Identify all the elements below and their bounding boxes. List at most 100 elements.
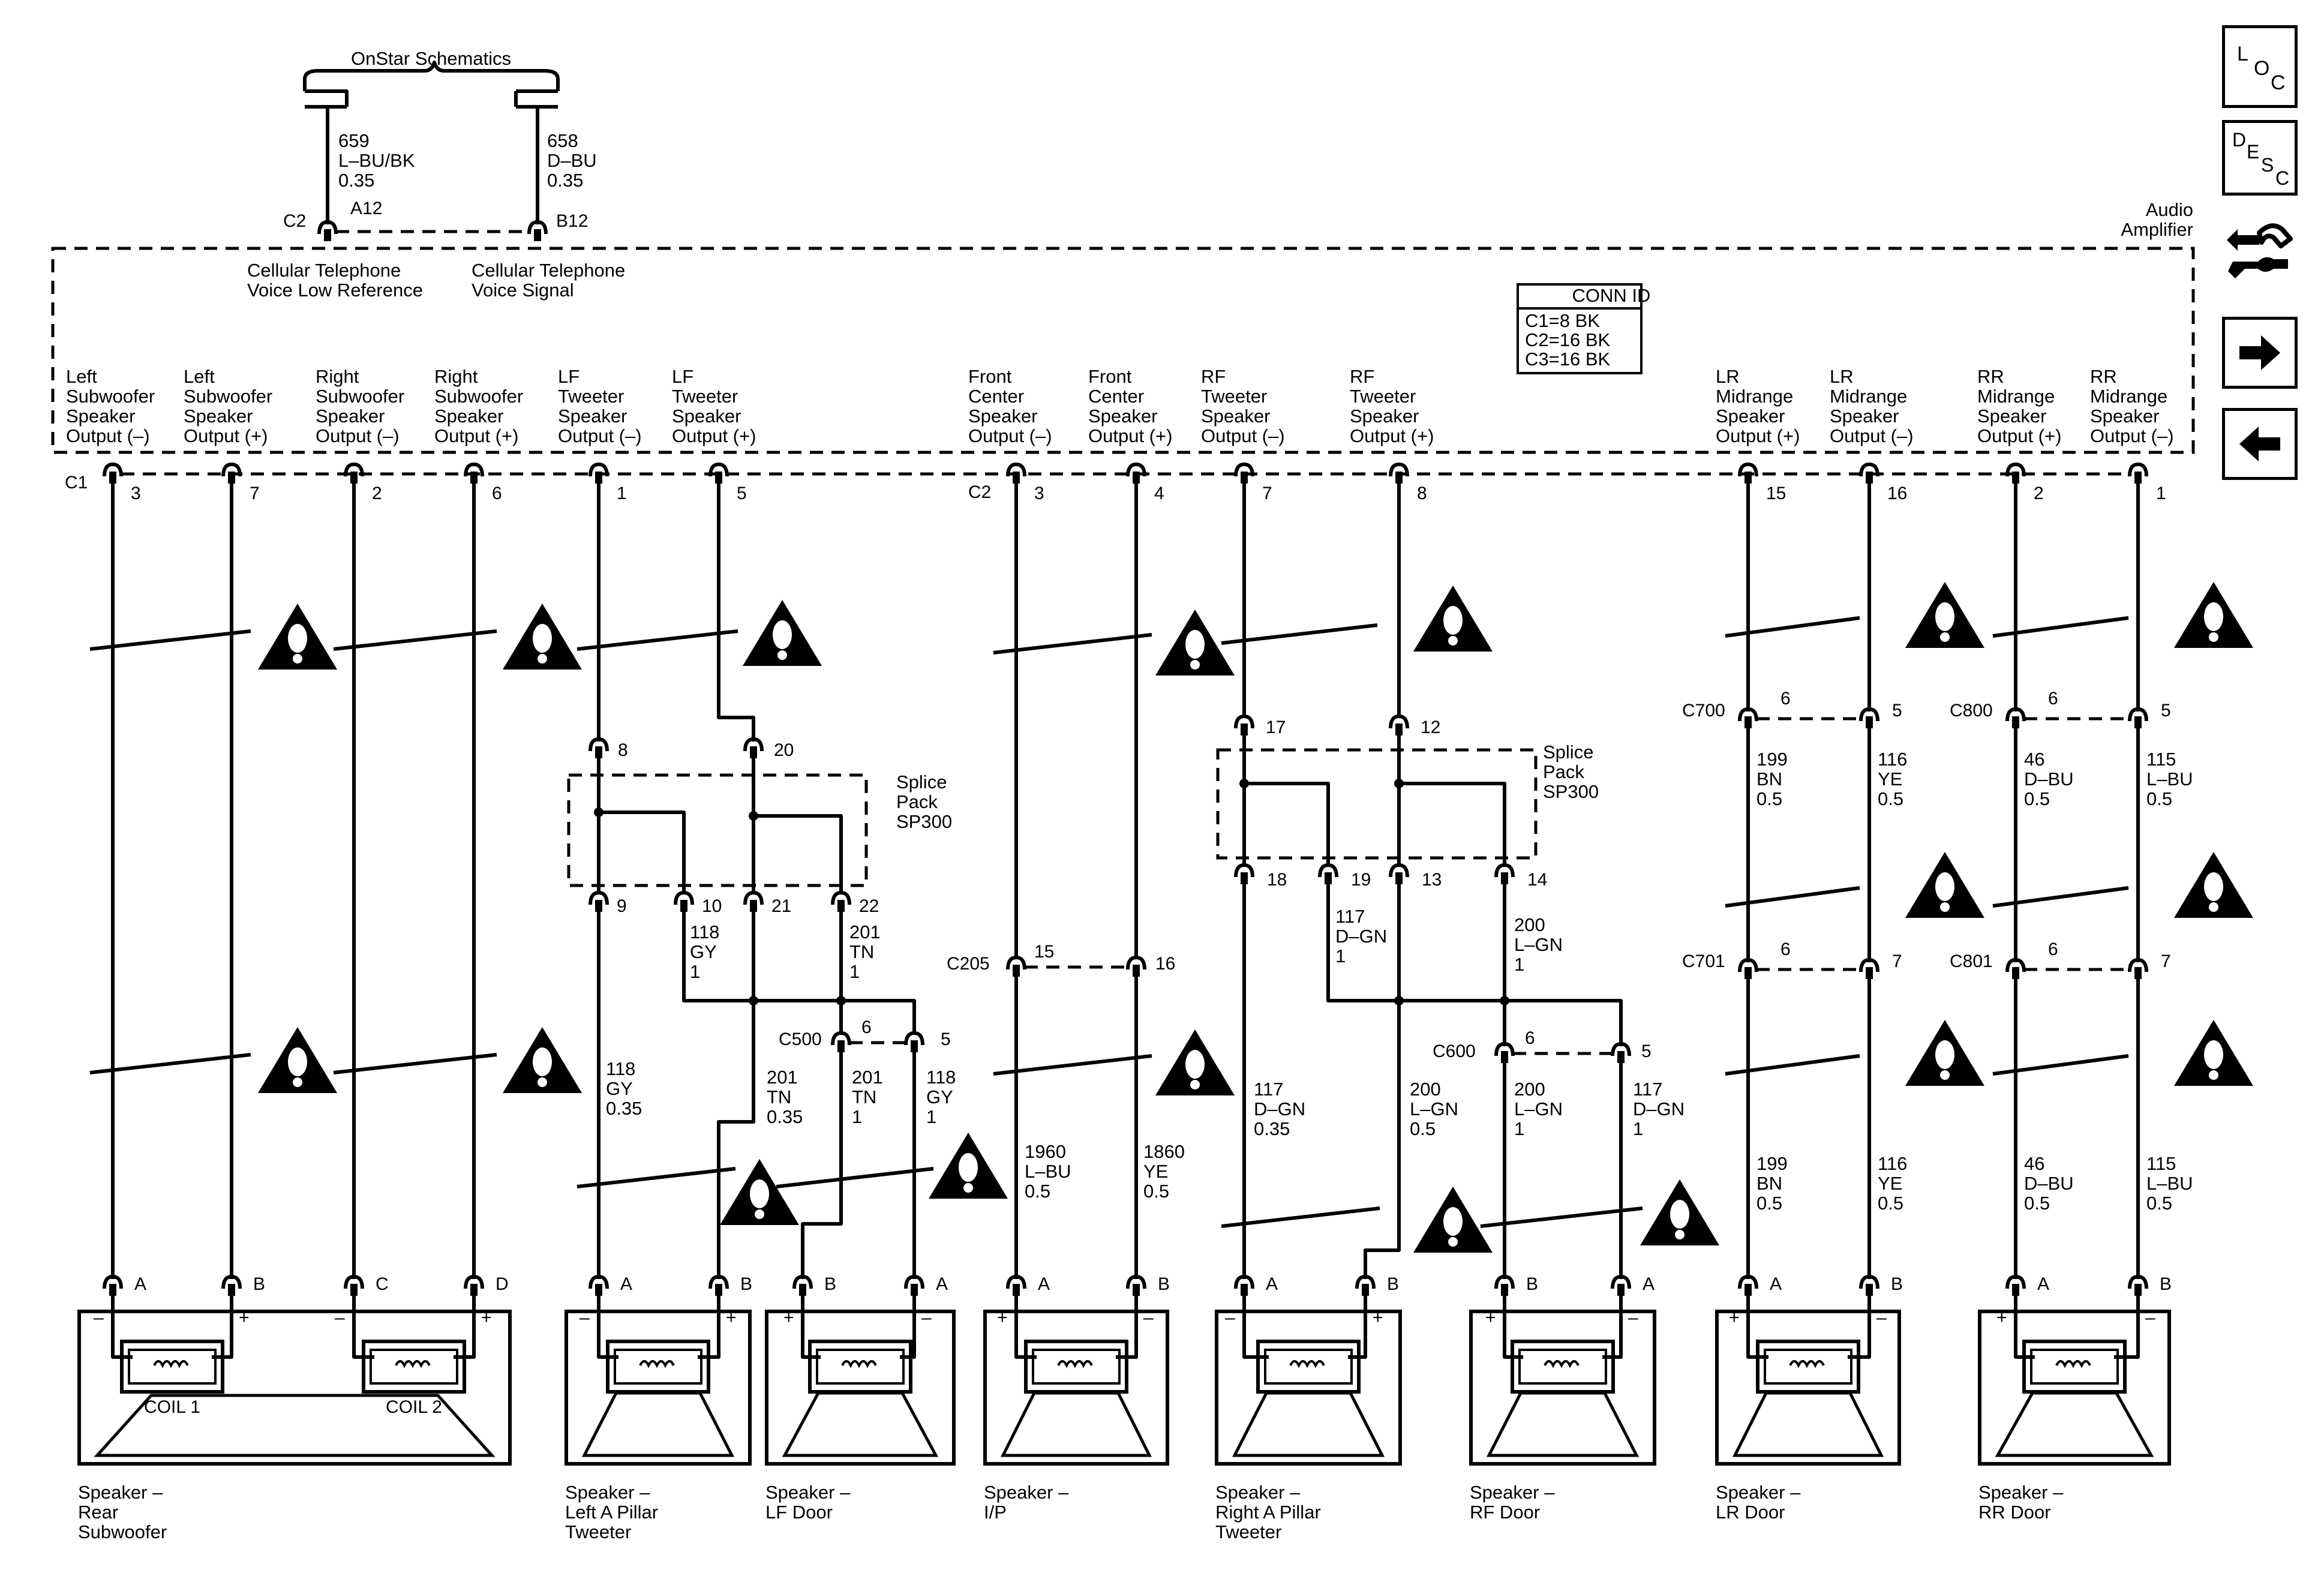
speaker-3-polarity-1: + [783,1308,794,1328]
lft-pos-amp-terminal [708,462,729,477]
onstar-bracket [303,61,560,91]
c500-118-color: GY [926,1086,953,1107]
rft-200-down [1364,883,1401,1279]
lft-neg-label-4: Output (–) [558,425,642,446]
next-page-button[interactable] [2222,317,2298,389]
fc-neg-pin: 3 [1034,484,1044,503]
onstar-wire-2-size: 0.35 [547,170,583,191]
connector-terminal [1126,955,1146,970]
splice-right-out-pin: 14 [1527,870,1547,890]
c500-201-size: 1 [852,1106,862,1127]
terminal-pin [470,472,478,484]
shield-line [89,629,251,651]
terminal-pin [715,1284,722,1296]
speaker-6-polarity-2: – [1628,1308,1638,1328]
lrm-pos-label-3: Speaker [1716,406,1785,427]
onstar-heading[interactable]: OnStar Schematics [351,48,511,69]
rr-wire-c-color: D–BU [2024,1173,2074,1194]
splice-left-out-pin: 21 [771,896,791,916]
audio-amplifier-box [51,247,2195,454]
rr-wire-d-circuit: 115 [2146,1153,2176,1174]
lft-pos-wire [717,484,755,742]
rr-wire-b-size: 0.5 [2146,788,2172,809]
prev-page-button[interactable] [2222,408,2298,480]
lft-pos-pin: 5 [737,484,747,503]
terminal-pin [1013,1284,1020,1296]
fc-wire-1960-size: 0.5 [1025,1181,1050,1202]
shield-warning-icon [1905,1020,1984,1086]
c500-118-circuit: 118 [926,1067,956,1088]
terminal-pin [911,1284,918,1296]
desc-letter-c: C [2275,167,2290,189]
splice-right-117-size: 1 [1335,945,1346,966]
rrm-neg-label-3: Speaker [2090,406,2159,427]
fc-neg-label-1: Front [968,366,1012,387]
shield-line [333,1053,497,1074]
shield-line [89,1053,251,1074]
harness-icon[interactable] [2223,215,2296,289]
loc-button[interactable]: L O C [2222,25,2298,108]
shield-line [1992,616,2129,638]
rrm-pos-label-4: Output (+) [1977,425,2061,446]
coil-2-label: COIL 2 [386,1397,442,1417]
rr-wire-c-size: 0.5 [2024,1193,2050,1214]
speaker-3-pin-2: A [936,1274,948,1294]
connector-terminal [1006,955,1026,970]
shield-warning-icon [743,600,822,666]
splice-right-117-circuit: 117 [1335,906,1365,927]
speaker-1-pin-3: C [376,1274,389,1294]
c801-pin-7: 7 [2161,951,2171,971]
speaker-2-name-2: Left A Pillar [565,1502,658,1523]
terminal-pin [1395,724,1403,736]
shield-warning-icon [2174,852,2253,918]
c600-200-color: L–GN [1514,1098,1563,1119]
shield-line [776,1167,934,1188]
terminal-pin [1241,724,1248,736]
connector-terminal [2128,957,2148,972]
lr-wire-b-color: YE [1878,769,1902,789]
terminal-pin [595,1284,602,1296]
lr-wire-a-circuit: 199 [1756,749,1788,770]
shield-line [1725,886,1860,908]
rft-neg-label-4: Output (–) [1201,425,1285,446]
speaker-7-polarity-2: – [1876,1308,1887,1328]
lft-201b-size: 0.35 [767,1106,803,1127]
coil-leads [2014,1311,2140,1359]
rr-wire-d-color: L–BU [2146,1173,2193,1194]
lft-neg-label-2: Tweeter [558,386,624,407]
rft-pos-label-4: Output (+) [1350,425,1434,446]
speaker-6-pin-1: B [1526,1274,1538,1294]
splice-10-jumper [682,911,753,1002]
terminal-pin [2134,716,2142,728]
lr-upper-wires [1746,484,1871,712]
connector-terminal [1234,714,1254,729]
rft-pos-pin: 8 [1417,484,1427,503]
terminal-pin [595,746,602,758]
splice-left-118-color: GY [690,941,717,962]
c600-117-color: D–GN [1633,1098,1685,1119]
speaker-terminal [588,1274,609,1289]
rrm-neg-pin: 1 [2156,484,2166,503]
terminal-pin [228,472,235,484]
speaker-1-name-3: Subwoofer [78,1521,167,1542]
speaker-4-name-1: Speaker – [984,1482,1069,1503]
fc-neg-label-2: Center [968,386,1024,407]
speaker-5-pin-2: B [1387,1274,1399,1294]
rsub-pos-label-3: Speaker [434,406,503,427]
rrm-pos-amp-terminal [2005,462,2026,477]
amp-pin-b12: B12 [556,211,588,231]
c700-label: C700 [1682,701,1725,721]
wires [89,61,2140,1359]
desc-button[interactable]: D E S C [2222,120,2298,196]
c500-label: C500 [779,1029,822,1049]
terminal-pin [1501,1284,1508,1296]
lsub-neg-pin: 3 [131,484,141,503]
splice-right-out-pin: 13 [1422,870,1442,890]
loc-letter-l: L [2237,43,2248,65]
splice-dot [1239,779,1249,788]
splice-left-118-size: 1 [690,961,700,982]
speaker-terminal [792,1274,813,1289]
rrm-pos-label-1: RR [1977,366,2004,387]
connector-terminal [588,890,609,905]
shield-warning-icon [1155,610,1235,676]
